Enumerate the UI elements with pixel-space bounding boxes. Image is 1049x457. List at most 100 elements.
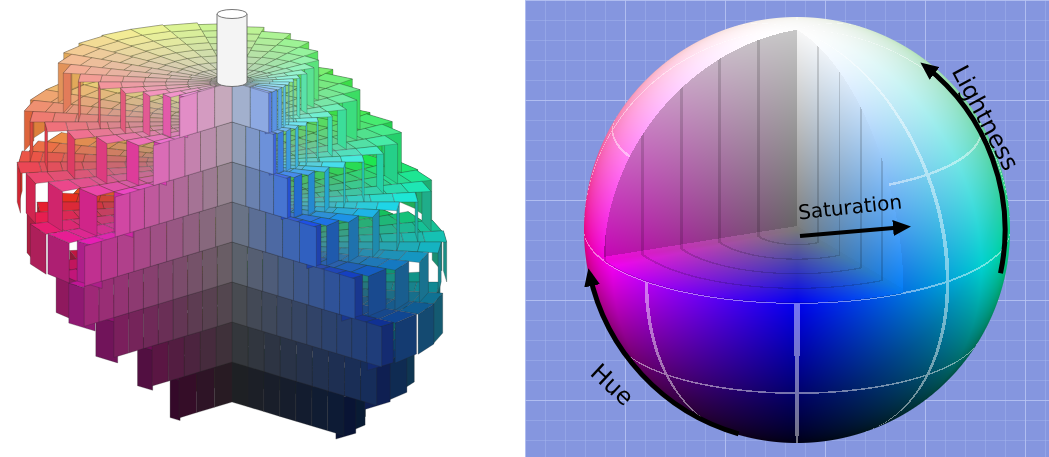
- solid-cut-face: [312, 386, 328, 431]
- solid-cut-face: [143, 264, 158, 308]
- solid-top-block: [320, 104, 347, 112]
- solid-cut-face: [247, 247, 262, 292]
- solid-side-block: [373, 210, 380, 258]
- solid-cut-face: [203, 166, 218, 210]
- solid-cut-face: [168, 336, 184, 381]
- solid-top-block: [356, 146, 384, 155]
- solid-side-block: [367, 323, 393, 371]
- solid-cut-face: [114, 273, 129, 318]
- solid-top-block: [392, 192, 418, 202]
- solid-cut-face: [246, 166, 260, 210]
- solid-side-block: [170, 378, 180, 421]
- solid-cut-face: [158, 300, 173, 344]
- solid-side-block: [278, 87, 282, 129]
- solid-top-block: [78, 74, 102, 82]
- solid-top-block: [30, 112, 55, 123]
- solid-cut-face: [159, 180, 174, 224]
- solid-cut-face: [153, 141, 169, 186]
- solid-top-block: [127, 137, 155, 145]
- solid-cut-face: [292, 300, 307, 345]
- solid-cut-face: [134, 227, 150, 272]
- solid-side-block: [292, 79, 294, 122]
- solid-side-block: [77, 241, 102, 289]
- solid-side-block: [283, 85, 286, 128]
- solid-side-block: [328, 112, 333, 157]
- solid-cut-face: [179, 373, 197, 418]
- solid-cut-face: [296, 381, 312, 426]
- solid-cut-face: [232, 122, 246, 166]
- solid-top-block: [45, 122, 68, 132]
- solid-cut-face: [114, 313, 129, 357]
- solid-cut-face: [250, 88, 268, 134]
- solid-side-block: [294, 174, 302, 218]
- solid-cut-face: [216, 202, 232, 247]
- solid-top-block: [376, 202, 399, 211]
- solid-cut-face: [215, 82, 232, 127]
- solid-top-block: [418, 242, 442, 253]
- cylinder-cap: [217, 10, 247, 19]
- solid-cut-face: [247, 287, 262, 332]
- solid-top-block: [67, 130, 94, 140]
- solid-top-block: [397, 242, 420, 252]
- solid-cut-face: [200, 327, 216, 372]
- solid-top-block: [48, 180, 81, 192]
- solid-cut-face: [214, 362, 232, 407]
- solid-cut-face: [278, 256, 293, 301]
- solid-cut-face: [312, 346, 328, 391]
- solid-cut-face: [173, 255, 188, 299]
- solid-side-block: [278, 131, 284, 174]
- solid-cut-face: [300, 222, 317, 267]
- solid-side-block: [138, 346, 153, 391]
- solid-cut-face: [260, 170, 274, 214]
- solid-side-block: [349, 216, 359, 262]
- solid-cut-face: [232, 322, 248, 367]
- solid-cut-face: [329, 351, 345, 396]
- solid-cut-face: [174, 175, 189, 219]
- hue-arrow: [590, 274, 739, 434]
- solid-top-block: [315, 73, 352, 83]
- solid-cut-face: [263, 251, 278, 296]
- solid-cut-face: [185, 131, 201, 176]
- munsell-color-solid: [0, 0, 470, 457]
- solid-top-block: [277, 39, 309, 48]
- solid-cut-face: [248, 367, 264, 412]
- solid-side-block: [308, 171, 315, 215]
- solid-top-block: [64, 45, 100, 57]
- solid-cut-face: [202, 246, 217, 291]
- solid-cut-face: [217, 242, 232, 286]
- solid-cut-face: [352, 318, 367, 363]
- solid-top-block: [398, 170, 432, 182]
- solid-cut-face: [232, 362, 248, 407]
- solid-side-block: [79, 188, 97, 236]
- solid-cut-face: [129, 269, 144, 313]
- solid-cut-face: [280, 337, 296, 382]
- solid-top-block: [66, 122, 89, 131]
- solid-top-block: [52, 113, 77, 122]
- solid-top-block: [166, 79, 189, 82]
- solid-cut-face: [150, 222, 166, 267]
- solid-cut-face: [296, 341, 312, 386]
- solid-cut-face: [203, 286, 218, 331]
- solid-cut-face: [216, 122, 232, 167]
- solid-side-block: [143, 92, 150, 137]
- solid-cut-face: [246, 126, 260, 170]
- solid-side-block: [127, 140, 139, 185]
- solid-cut-face: [274, 175, 288, 219]
- solid-cut-face: [84, 282, 99, 327]
- solid-top-block: [365, 124, 401, 136]
- solid-cut-face: [307, 305, 322, 350]
- solid-side-block: [344, 162, 346, 208]
- solid-cut-face: [262, 291, 277, 336]
- solid-cut-face: [152, 341, 168, 386]
- solid-cut-face: [180, 92, 197, 137]
- solid-cut-face: [188, 251, 203, 295]
- solid-cut-face: [118, 232, 134, 277]
- solid-cut-face: [264, 332, 280, 377]
- solid-cut-face: [249, 207, 266, 252]
- solid-top-block: [79, 185, 114, 196]
- solid-top-block: [366, 136, 398, 147]
- background-grid: [525, 0, 1049, 457]
- solid-cut-face: [143, 304, 158, 349]
- solid-top-block: [296, 118, 319, 123]
- solid-cut-face: [85, 241, 101, 286]
